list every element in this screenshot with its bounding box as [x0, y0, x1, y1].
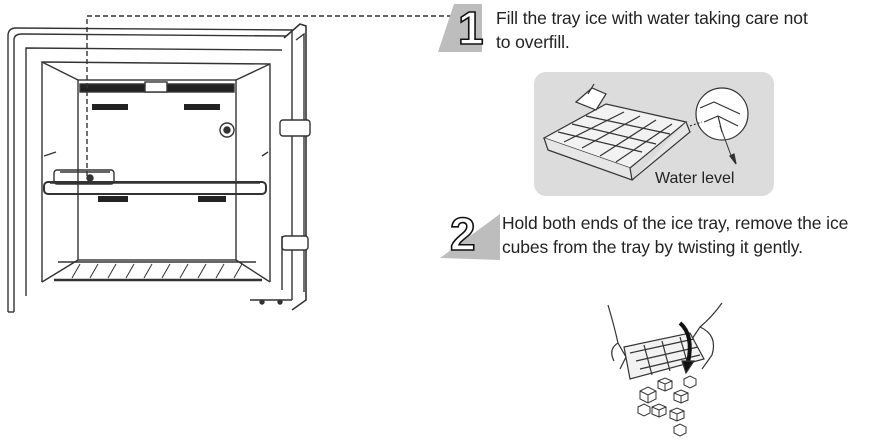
- step-1-number: 1: [458, 2, 484, 54]
- step-2-badge: 2: [440, 207, 500, 261]
- water-level-label: Water level: [655, 170, 735, 187]
- step-1-instruction: Fill the tray ice with water taking care…: [496, 8, 808, 52]
- step-2-instruction: Hold both ends of the ice tray, remove t…: [502, 213, 849, 257]
- hands-twisting-tray-illustration: [607, 302, 723, 437]
- ice-tray-illustration: [542, 83, 749, 181]
- fridge-illustration: [7, 23, 311, 313]
- step-2-number: 2: [450, 208, 476, 260]
- step-1-badge: 1: [438, 2, 484, 54]
